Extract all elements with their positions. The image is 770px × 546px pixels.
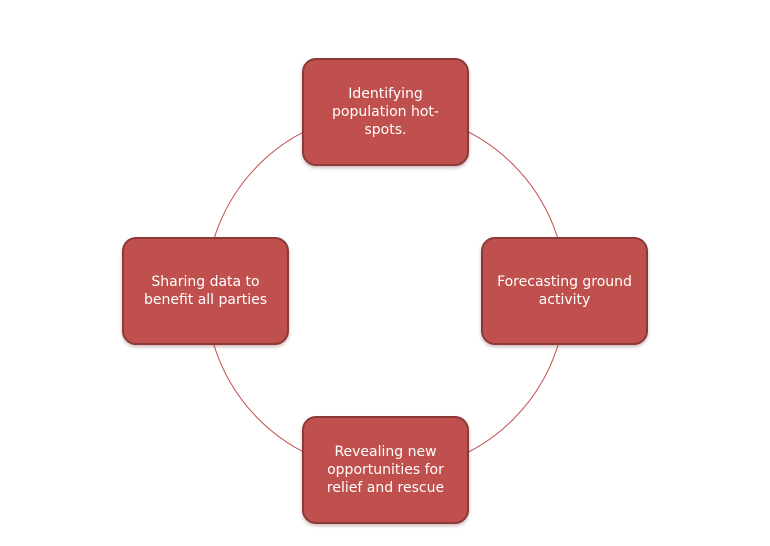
cycle-node-label: Sharing data to benefit all parties xyxy=(143,274,268,308)
cycle-node-label: Identifying population hot-spots. xyxy=(332,86,439,138)
cycle-node-identifying-hotspots: Identifying population hot-spots. xyxy=(302,58,469,166)
cycle-node-sharing-data: Sharing data to benefit all parties xyxy=(122,237,289,345)
cycle-node-forecasting: Forecasting ground activity xyxy=(481,237,648,345)
cycle-node-label: Revealing new opportunities for relief a… xyxy=(326,444,445,496)
cycle-node-label: Forecasting ground activity xyxy=(497,274,632,308)
cycle-node-relief-rescue: Revealing new opportunities for relief a… xyxy=(302,416,469,524)
